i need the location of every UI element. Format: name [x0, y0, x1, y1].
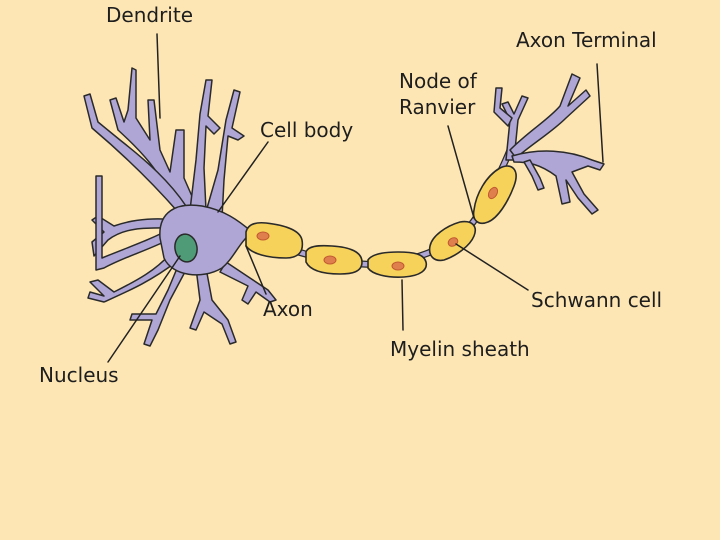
dendrite-branch-left-far: [83, 93, 187, 213]
label-node-of-ranvier-line2: Ranvier: [399, 95, 476, 119]
schwann-nucleus-3: [391, 261, 405, 271]
schwann-cell-nuclei: [256, 186, 499, 271]
leader-dendrite: [156, 33, 161, 119]
schwann-nucleus-2: [323, 255, 337, 265]
dendrite-branch-up-mid: [189, 79, 221, 211]
dendrite-branch-lower-left: [87, 253, 177, 303]
label-cell-body: Cell body: [260, 118, 354, 142]
dendrite-branch-lower-right: [189, 267, 237, 345]
label-dendrite: Dendrite: [106, 3, 194, 27]
label-schwann-cell: Schwann cell: [531, 288, 663, 312]
label-axon-terminal: Axon Terminal: [516, 28, 657, 52]
leader-nucleus: [107, 255, 181, 363]
nucleus: [174, 233, 198, 263]
label-node-of-ranvier-line1: Node of: [399, 69, 477, 93]
label-myelin-sheath: Myelin sheath: [390, 337, 530, 361]
myelin-segment-1: [245, 221, 304, 259]
leader-myelin-sheath: [401, 279, 404, 331]
leader-schwann-cell: [455, 243, 529, 291]
leader-axon: [245, 245, 267, 295]
schwann-nucleus-5: [487, 186, 499, 200]
leader-cell-body: [217, 141, 269, 213]
dendrite-branch-left-long: [95, 175, 177, 271]
label-node-of-ranvier: Node of Ranvier: [399, 68, 477, 120]
dendrite-branch-lower-mid: [129, 265, 187, 347]
label-nucleus: Nucleus: [39, 363, 119, 387]
axon-terminal-branch-right: [511, 150, 605, 215]
label-axon: Axon: [263, 297, 313, 321]
leader-axon-terminal: [596, 63, 604, 163]
axon-terminal-branch-left: [493, 87, 513, 127]
axon-terminal-stem: [501, 95, 529, 161]
axon-terminal-branch-lower: [523, 159, 545, 191]
dendrite-branch-left-upper: [109, 67, 199, 211]
leader-node-of-ranvier: [447, 125, 475, 219]
dendrite-branch-left-mid: [91, 215, 177, 257]
dendrite-branch-up-right: [204, 89, 245, 219]
dendrites: [83, 67, 277, 347]
leader-lines: [107, 33, 604, 363]
axon-terminal: [493, 73, 605, 215]
schwann-nucleus-1: [256, 231, 270, 241]
axon-terminal-branch-upper: [509, 73, 591, 159]
